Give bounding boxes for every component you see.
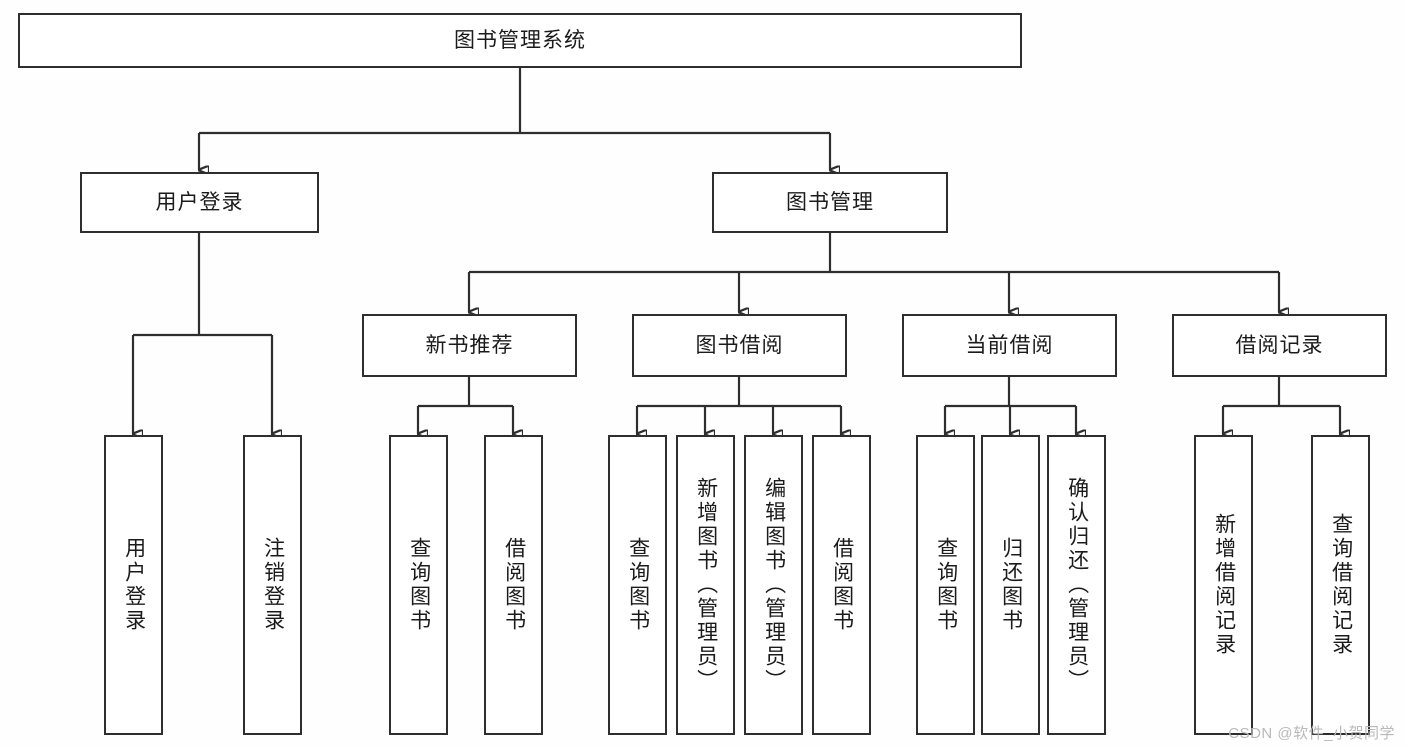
node-book-manage[interactable]: 图书管理: [712, 172, 948, 233]
node-leaf-query-book-1[interactable]: 查询图书: [389, 435, 448, 735]
node-leaf-add-book[interactable]: 新增图书（管理员）: [676, 435, 735, 735]
node-leaf-logout-login-label: 注销登录: [261, 537, 285, 633]
node-leaf-return-book-label: 归还图书: [999, 537, 1023, 633]
node-leaf-query-book-3[interactable]: 查询图书: [916, 435, 975, 735]
node-leaf-borrow-book-2-label: 借阅图书: [830, 537, 854, 633]
node-leaf-edit-book-label: 编辑图书（管理员）: [762, 477, 786, 693]
node-leaf-query-book-1-label: 查询图书: [407, 537, 431, 633]
node-leaf-add-book-label: 新增图书（管理员）: [694, 477, 718, 693]
node-borrow-record[interactable]: 借阅记录: [1172, 314, 1387, 377]
node-root-label: 图书管理系统: [454, 28, 586, 52]
node-user-login[interactable]: 用户登录: [80, 172, 319, 233]
node-leaf-return-book[interactable]: 归还图书: [981, 435, 1040, 735]
node-new-book-recommend-label: 新书推荐: [425, 333, 514, 357]
node-leaf-user-login-label: 用户登录: [122, 537, 146, 633]
node-user-login-label: 用户登录: [155, 190, 244, 214]
node-leaf-add-record[interactable]: 新增借阅记录: [1194, 435, 1253, 735]
node-root[interactable]: 图书管理系统: [18, 13, 1022, 68]
node-leaf-query-book-2-label: 查询图书: [626, 537, 650, 633]
node-leaf-borrow-book-2[interactable]: 借阅图书: [812, 435, 871, 735]
node-leaf-logout-login[interactable]: 注销登录: [243, 435, 302, 735]
node-leaf-query-record[interactable]: 查询借阅记录: [1311, 435, 1370, 735]
node-leaf-query-record-label: 查询借阅记录: [1329, 513, 1353, 657]
node-leaf-confirm-return-label: 确认归还（管理员）: [1065, 477, 1089, 693]
node-leaf-edit-book[interactable]: 编辑图书（管理员）: [744, 435, 803, 735]
node-leaf-query-book-2[interactable]: 查询图书: [608, 435, 667, 735]
node-leaf-user-login[interactable]: 用户登录: [104, 435, 163, 735]
node-current-borrow[interactable]: 当前借阅: [902, 314, 1117, 377]
node-leaf-confirm-return[interactable]: 确认归还（管理员）: [1047, 435, 1106, 735]
node-current-borrow-label: 当前借阅: [965, 333, 1054, 357]
node-borrow-record-label: 借阅记录: [1235, 333, 1324, 357]
node-leaf-borrow-book-1-label: 借阅图书: [502, 537, 526, 633]
node-leaf-query-book-3-label: 查询图书: [934, 537, 958, 633]
node-new-book-recommend[interactable]: 新书推荐: [362, 314, 577, 377]
node-leaf-borrow-book-1[interactable]: 借阅图书: [484, 435, 543, 735]
node-book-borrow[interactable]: 图书借阅: [632, 314, 847, 377]
node-book-manage-label: 图书管理: [786, 190, 874, 214]
node-leaf-add-record-label: 新增借阅记录: [1212, 513, 1236, 657]
node-book-borrow-label: 图书借阅: [695, 333, 784, 357]
